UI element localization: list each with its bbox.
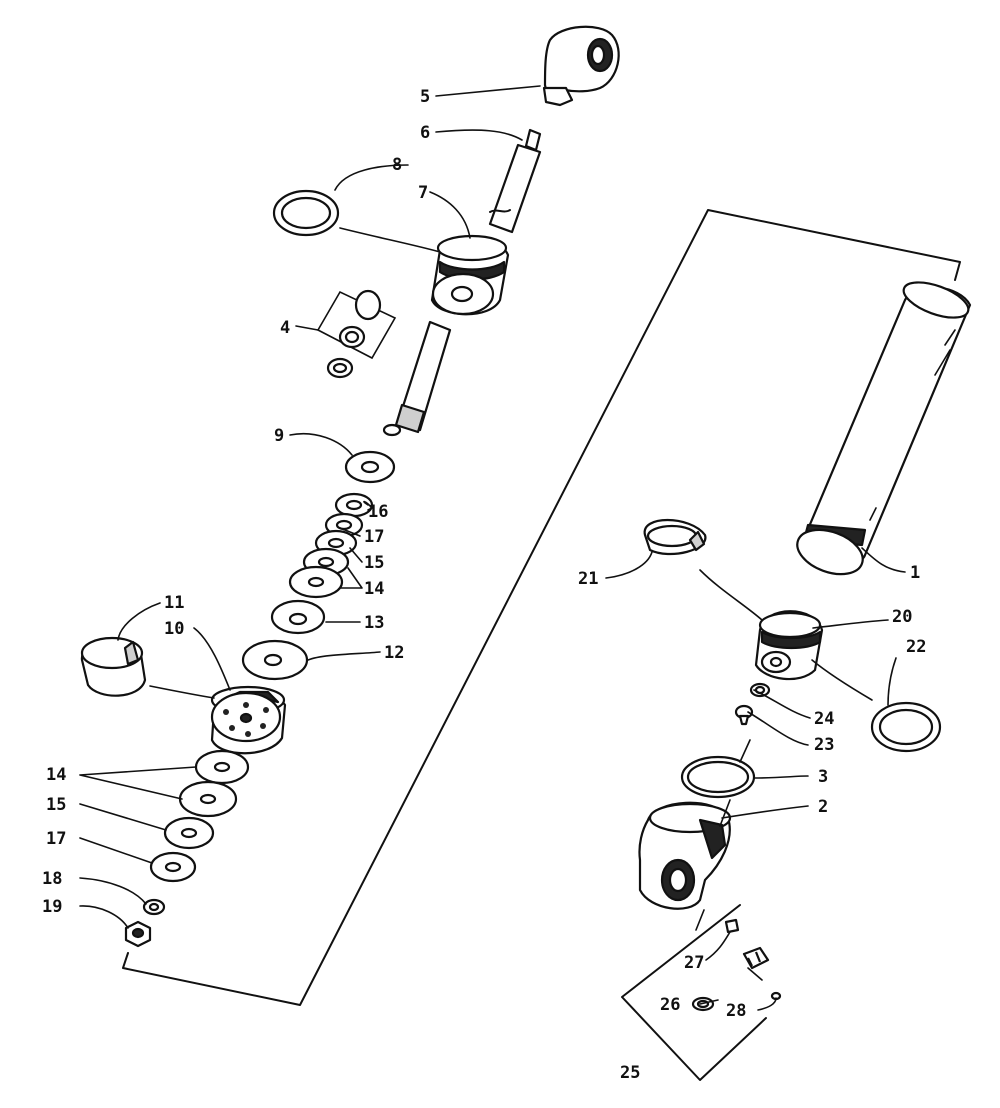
part-25-group-bracket xyxy=(621,904,767,1081)
part-1-shock-body xyxy=(796,281,972,576)
label-part-16: 16 xyxy=(368,502,388,522)
label-part-25: 25 xyxy=(620,1063,640,1083)
part-24-washer xyxy=(749,682,771,698)
label-part-1: 1 xyxy=(910,563,920,583)
label-part-14b: 14 xyxy=(46,765,66,785)
part-5-rod-eye xyxy=(542,25,620,107)
label-part-2: 2 xyxy=(818,797,828,817)
lower-piston-rod xyxy=(382,320,452,437)
part-20-end-cap xyxy=(754,610,824,681)
assembly-bracket-line xyxy=(122,209,961,1006)
part-22-o-ring xyxy=(870,701,942,753)
part-2-body-eye xyxy=(638,801,732,910)
part-27-bushing xyxy=(724,918,740,934)
label-part-10: 10 xyxy=(164,619,184,639)
part-23-screw xyxy=(734,704,754,726)
part-3-o-ring xyxy=(680,755,756,799)
washer-stack-lower xyxy=(124,749,250,948)
label-part-27: 27 xyxy=(684,953,704,973)
label-part-14a: 14 xyxy=(364,579,384,599)
label-part-18: 18 xyxy=(42,869,62,889)
label-part-17a: 17 xyxy=(364,527,384,547)
label-part-15b: 15 xyxy=(46,795,66,815)
label-part-11: 11 xyxy=(164,593,184,613)
part-21-snap-ring xyxy=(643,518,707,555)
label-part-6: 6 xyxy=(420,123,430,143)
label-part-22: 22 xyxy=(906,637,926,657)
label-part-13: 13 xyxy=(364,613,384,633)
part-28-fitting xyxy=(742,946,782,1001)
label-part-24: 24 xyxy=(814,709,834,729)
label-part-28: 28 xyxy=(726,1001,746,1021)
part-4-bushing-set xyxy=(316,289,397,379)
label-part-19: 19 xyxy=(42,897,62,917)
part-6-piston-rod xyxy=(488,128,542,234)
part-labels: 5 6 8 7 4 9 16 17 15 14 13 12 11 10 14 1… xyxy=(42,87,926,1083)
label-part-3: 3 xyxy=(818,767,828,787)
label-part-17b: 17 xyxy=(46,829,66,849)
part-8-o-ring xyxy=(272,189,340,237)
part-11-piston-ring xyxy=(80,636,147,697)
label-part-23: 23 xyxy=(814,735,834,755)
label-part-4: 4 xyxy=(280,318,290,338)
label-part-20: 20 xyxy=(892,607,912,627)
label-part-9: 9 xyxy=(274,426,284,446)
part-7-cylinder-head xyxy=(430,234,510,316)
label-part-15a: 15 xyxy=(364,553,384,573)
label-part-8: 8 xyxy=(392,155,402,175)
label-part-5: 5 xyxy=(420,87,430,107)
label-part-21: 21 xyxy=(578,569,598,589)
leader-lines xyxy=(79,85,906,1011)
label-part-26: 26 xyxy=(660,995,680,1015)
part-10-piston xyxy=(210,685,287,755)
label-part-7: 7 xyxy=(418,183,428,203)
washer-stack-upper xyxy=(241,450,396,681)
label-part-12: 12 xyxy=(384,643,404,663)
